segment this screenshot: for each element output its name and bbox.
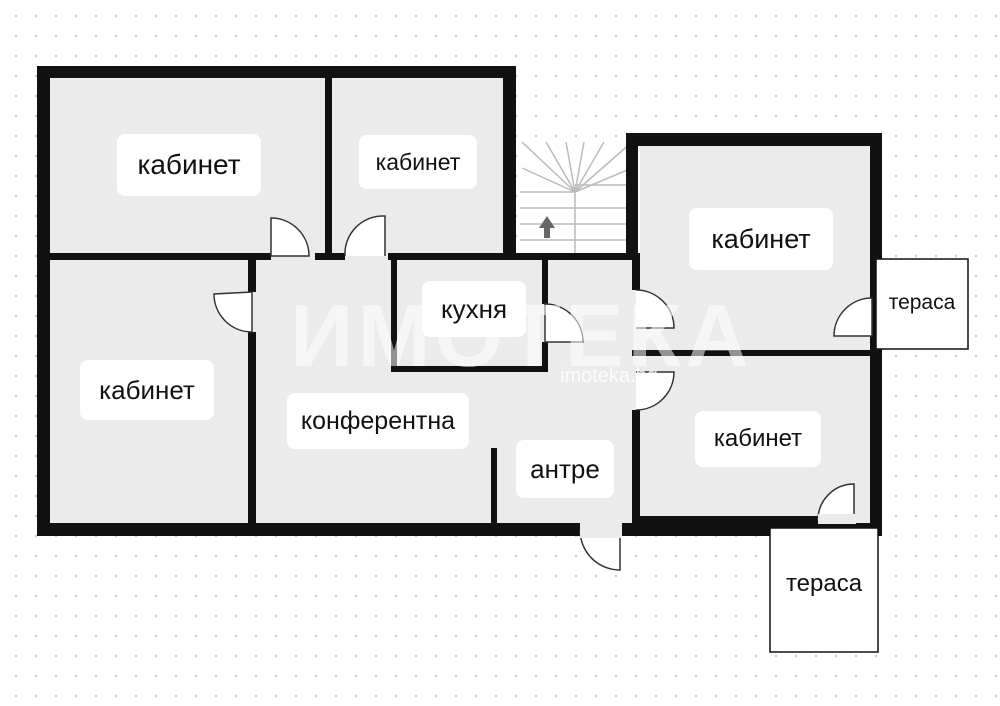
room-label-terrace-right: тераса [888, 291, 956, 314]
watermark-site: imoteka.bg [560, 365, 658, 387]
door-left-office [213, 291, 253, 333]
room-label-kitchen: кухня [422, 281, 526, 337]
room-label-office-top-left: кабинет [117, 134, 261, 196]
door-kitchen [544, 303, 584, 343]
door-terrace-right [833, 297, 873, 337]
terrace-bottom-outline [769, 527, 879, 653]
door-entrance [579, 529, 621, 571]
room-label-conference: конферентна [287, 393, 469, 449]
stairs-up-arrow-icon [539, 216, 555, 238]
room-label-office-top-mid: кабинет [359, 135, 477, 189]
terrace-right-outline [875, 258, 969, 350]
door-terrace-bottom [817, 483, 855, 521]
door-hall-right [635, 371, 675, 411]
doors [213, 215, 873, 571]
door-top-mid [344, 215, 386, 257]
staircase [518, 138, 634, 254]
room-label-hall: антре [516, 440, 614, 498]
door-top-left [270, 217, 310, 257]
room-label-terrace-bottom: тераса [785, 570, 863, 597]
room-label-office-right-top: кабинет [689, 208, 833, 270]
room-label-office-left: кабинет [80, 360, 214, 420]
door-right-office [635, 289, 675, 329]
room-label-office-right-bottom: кабинет [695, 411, 821, 467]
